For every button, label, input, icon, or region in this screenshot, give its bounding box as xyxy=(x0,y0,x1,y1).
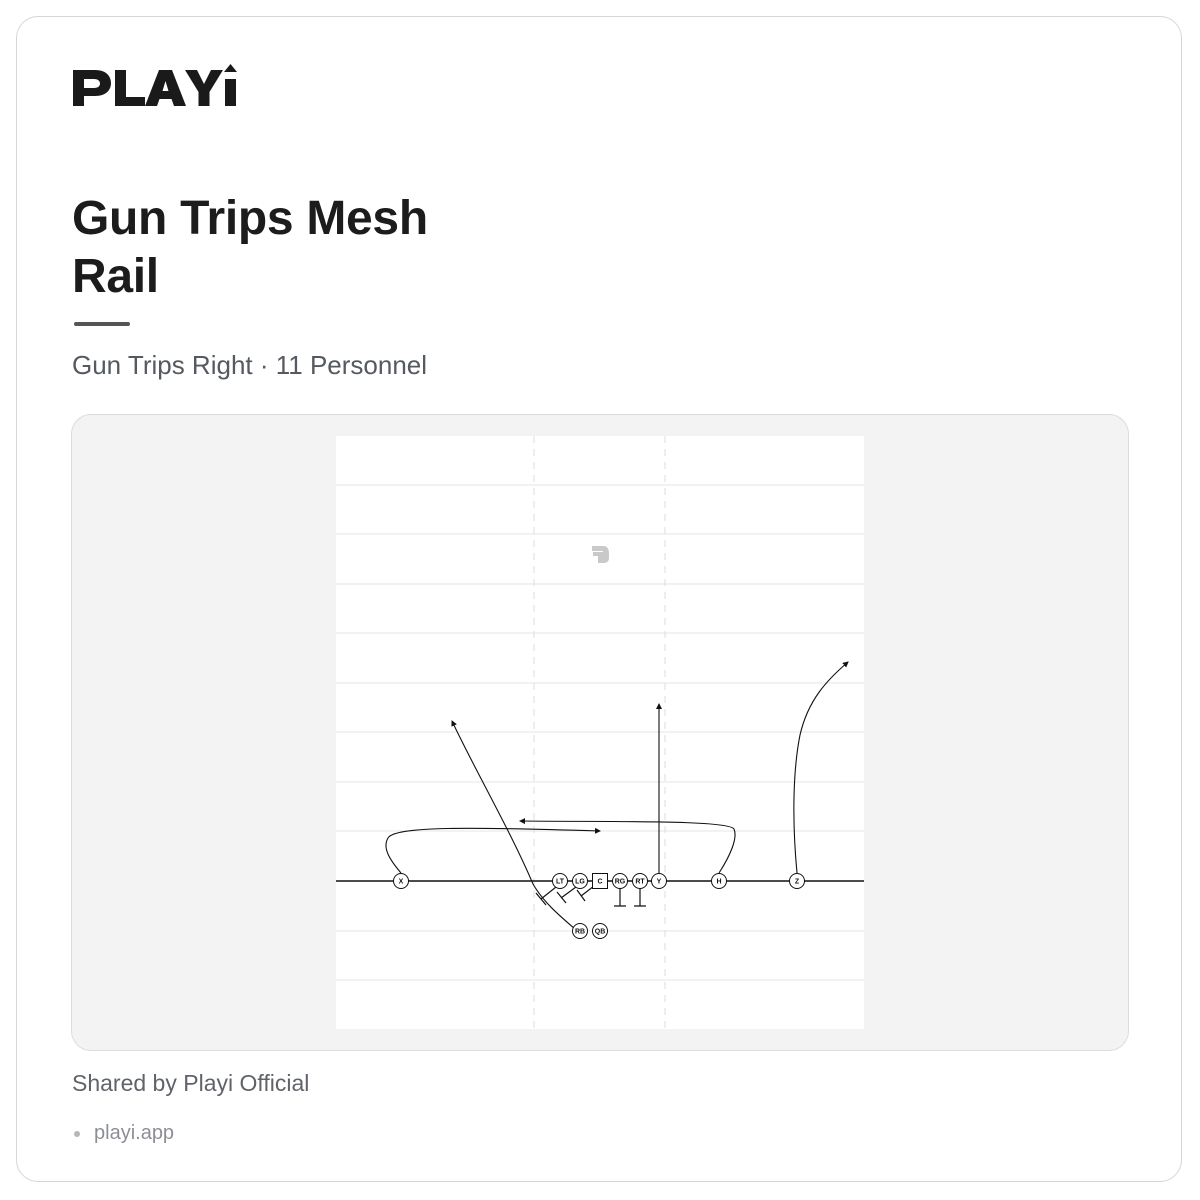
player-label: RB xyxy=(575,929,585,936)
routes xyxy=(385,661,849,937)
playi-logo xyxy=(73,64,237,106)
player-marker xyxy=(572,923,588,939)
player-label: LT xyxy=(556,879,565,886)
field-watermark-logo xyxy=(592,546,609,563)
site-link[interactable]: playi.app xyxy=(74,1122,174,1145)
block-lt xyxy=(535,886,557,906)
player-rg: RG xyxy=(612,873,628,889)
player-x: X xyxy=(393,873,409,889)
route-z xyxy=(793,661,849,874)
block-lg xyxy=(556,886,577,904)
hash-marks xyxy=(533,436,666,1029)
blocking-marks xyxy=(535,885,646,907)
route-x xyxy=(385,827,601,874)
player-marker xyxy=(592,923,608,939)
player-label: C xyxy=(597,879,602,886)
players: X LT LG C RG RT Y H Z RB QB xyxy=(393,873,805,939)
player-marker xyxy=(711,873,727,889)
play-title: Gun Trips Mesh Rail xyxy=(72,192,428,303)
shared-by-label: Shared by Playi Official xyxy=(72,1070,310,1096)
block-rt xyxy=(634,888,646,907)
player-marker xyxy=(393,873,409,889)
player-label: RT xyxy=(635,879,645,886)
bullet-dot xyxy=(74,1130,80,1137)
player-marker xyxy=(612,873,628,889)
player-label: Y xyxy=(657,879,662,886)
player-c: C xyxy=(592,873,608,889)
player-marker xyxy=(789,873,805,889)
player-lg: LG xyxy=(572,873,588,889)
player-marker xyxy=(632,873,648,889)
player-marker xyxy=(572,873,588,889)
route-rb xyxy=(451,720,584,937)
player-label: LG xyxy=(575,879,585,886)
player-label: QB xyxy=(595,929,606,936)
player-marker xyxy=(592,873,608,889)
player-h: H xyxy=(711,873,727,889)
player-label: Z xyxy=(795,879,800,886)
player-rb: RB xyxy=(572,923,588,939)
player-label: X xyxy=(399,879,404,886)
player-label: RG xyxy=(615,879,626,886)
player-lt: LT xyxy=(552,873,568,889)
player-marker xyxy=(651,873,667,889)
route-h xyxy=(519,818,736,874)
player-qb: QB xyxy=(592,923,608,939)
football-field xyxy=(336,436,864,1029)
player-z: Z xyxy=(789,873,805,889)
block-rg xyxy=(614,888,626,907)
player-y: Y xyxy=(651,873,667,889)
player-rt: RT xyxy=(632,873,648,889)
player-marker xyxy=(552,873,568,889)
title-underline xyxy=(74,322,130,326)
site-url: playi.app xyxy=(94,1122,175,1144)
player-label: H xyxy=(716,879,721,886)
play-formation-subtitle: Gun Trips Right · 11 Personnel xyxy=(72,350,428,380)
block-c xyxy=(576,885,595,902)
play-diagram: X LT LG C RG RT Y H Z RB QB xyxy=(336,436,864,1029)
